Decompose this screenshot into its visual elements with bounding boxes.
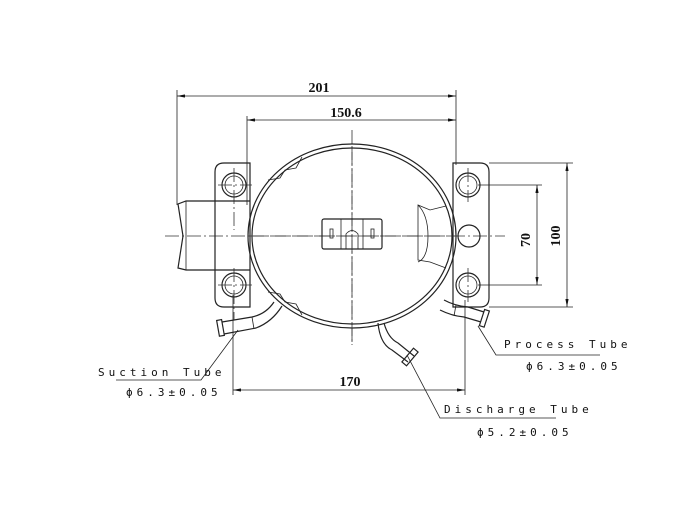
suction-leader [116, 329, 239, 381]
process-tube-label: Process Tube [504, 338, 631, 351]
suction-tube [215, 301, 283, 337]
center-bracket [321, 218, 383, 250]
suction-tube-label: Suction Tube [98, 366, 225, 379]
discharge-tube-spec: ϕ5.2±0.05 [477, 426, 573, 439]
dimension-body-width: 150.6 [330, 106, 362, 121]
discharge-tube [377, 322, 419, 367]
left-housing-stub [177, 200, 250, 271]
dimension-base-width: 170 [340, 375, 361, 390]
discharge-tube-label: Discharge Tube [444, 403, 593, 416]
discharge-leader [406, 354, 556, 419]
process-leader [477, 325, 600, 356]
dimension-plate-height: 100 [549, 226, 564, 247]
dimension-overall-width: 201 [309, 81, 330, 96]
terminal-box [417, 204, 447, 269]
process-tube-spec: ϕ6.3±0.05 [526, 360, 622, 373]
shell-detail [267, 291, 303, 316]
process-tube [439, 299, 491, 328]
suction-tube-spec: ϕ6.3±0.05 [126, 386, 222, 399]
dimension-hole-spacing: 70 [519, 233, 534, 247]
shell-detail [267, 156, 303, 181]
left-mount-plate [214, 162, 252, 320]
